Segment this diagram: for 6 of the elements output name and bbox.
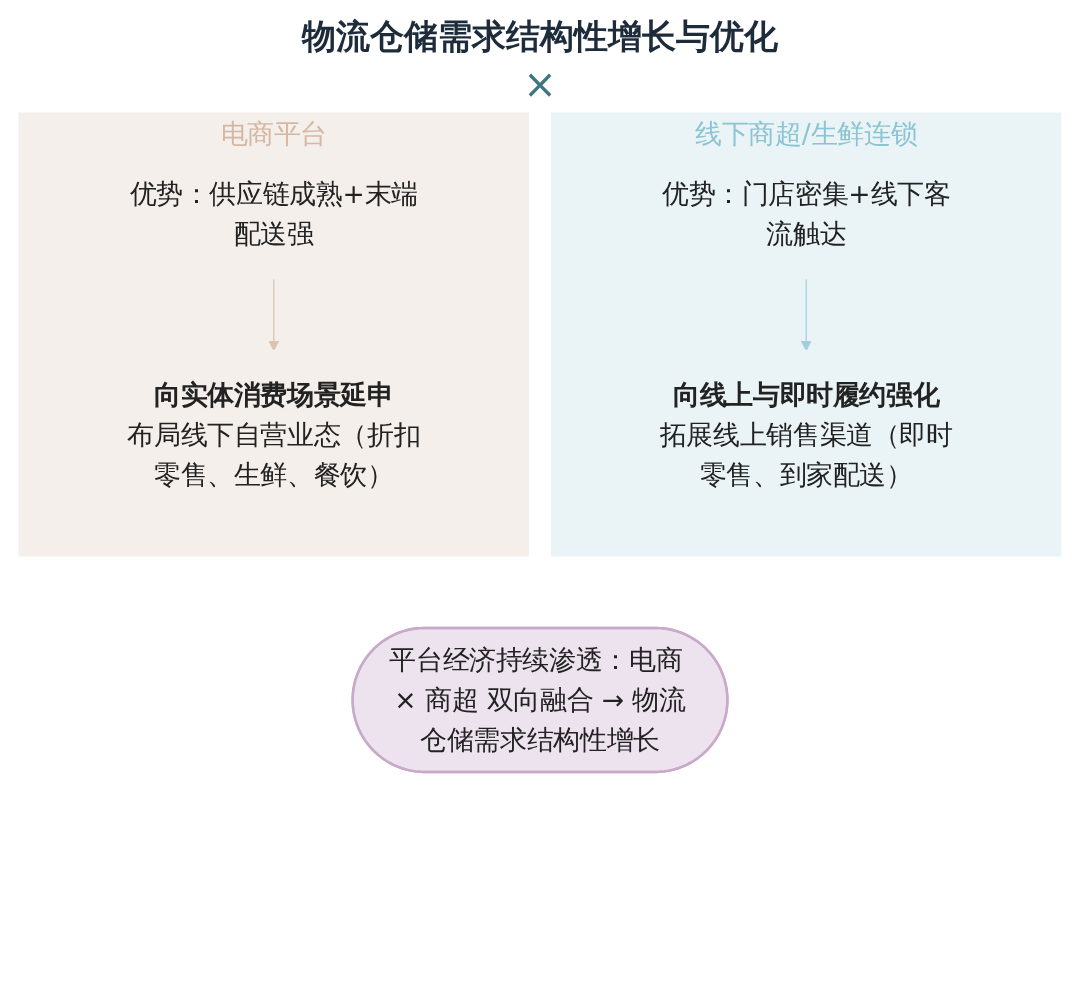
cross-sign: × <box>522 64 558 104</box>
node-text: 向线上与即时履约强化 拓展线上销售渠道（即时零售、到家配送） <box>659 379 953 490</box>
node-text: 优势：供应链成熟+末端配送强 <box>129 179 419 250</box>
node-text: 优势：门店密集+线下客流触达 <box>661 179 951 250</box>
title: 物流仓储需求结构性增长与优化 <box>300 15 779 58</box>
node-text: 向实体消费场景延申 布局线下自营业态（折扣零售、生鲜、餐饮） <box>127 379 421 490</box>
